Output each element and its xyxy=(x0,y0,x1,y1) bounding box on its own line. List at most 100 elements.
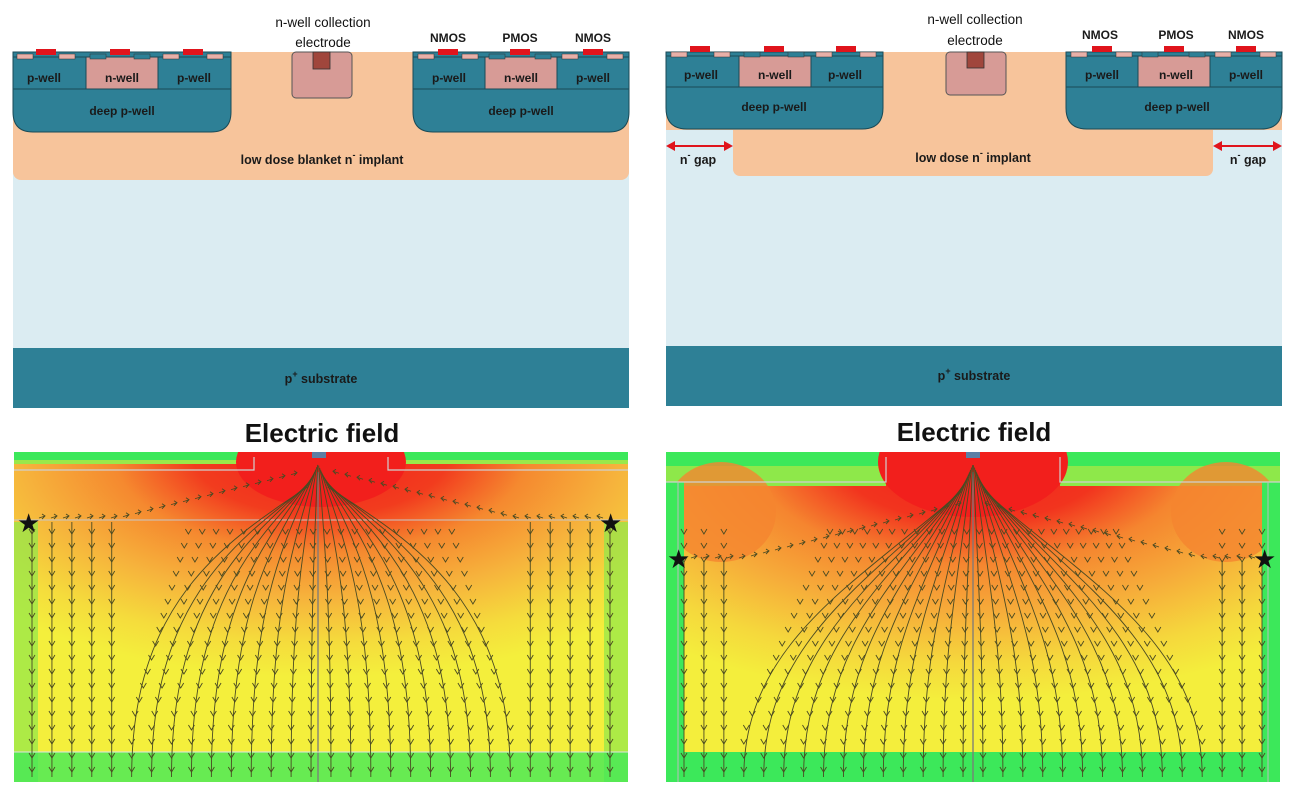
field-arrowhead xyxy=(984,500,992,507)
field-arrowhead xyxy=(1118,542,1126,549)
electrode-label: electrode xyxy=(947,33,1003,48)
field-arrowhead xyxy=(720,612,728,619)
field-arrowhead xyxy=(327,710,335,717)
field-arrowhead xyxy=(526,766,534,773)
field-arrowhead xyxy=(1109,696,1117,703)
field-arrowhead xyxy=(212,598,220,605)
field-arrowhead xyxy=(1238,682,1246,689)
field-arrowhead xyxy=(247,724,255,731)
field-arrowhead xyxy=(1218,528,1226,535)
field-arrowhead xyxy=(108,598,116,605)
field-arrowhead xyxy=(946,612,954,619)
field-arrowhead xyxy=(500,510,508,517)
field-arrowhead xyxy=(246,584,254,591)
field-arrowhead xyxy=(1165,696,1173,703)
field-arrowhead xyxy=(1238,654,1246,661)
substrate-label: p+ substrate xyxy=(938,366,1011,383)
transistor-label: NMOS xyxy=(430,31,466,45)
field-arrowhead xyxy=(566,738,574,745)
field-arrowhead xyxy=(1039,738,1047,745)
field-arrowhead xyxy=(203,570,210,577)
field-arrowhead xyxy=(38,513,46,520)
field-arrowhead xyxy=(256,640,264,647)
field-arrowhead xyxy=(1072,696,1080,703)
field-arrowhead xyxy=(88,710,96,717)
field-arrowhead xyxy=(378,640,385,647)
field-arrowhead xyxy=(606,752,614,759)
field-arrowhead xyxy=(48,556,56,563)
field-arrowhead xyxy=(421,598,429,605)
field-arrowhead xyxy=(1027,542,1035,549)
field-arrowhead xyxy=(393,626,401,633)
field-arrowhead xyxy=(606,612,614,619)
field-arrowhead xyxy=(325,626,333,633)
electrode-contact xyxy=(312,51,331,70)
field-arrowhead xyxy=(259,612,267,619)
field-arrowhead xyxy=(88,542,96,549)
field-arrowhead xyxy=(1019,766,1027,773)
field-arrowhead xyxy=(266,476,274,483)
field-arrowhead xyxy=(275,612,283,619)
field-arrowhead xyxy=(206,556,214,563)
field-arrowhead xyxy=(680,542,688,549)
field-arrowhead xyxy=(1032,512,1040,519)
field-arrowhead xyxy=(858,654,866,661)
field-arrowhead xyxy=(1106,626,1114,633)
field-arrowhead xyxy=(1084,556,1091,563)
field-arrowhead xyxy=(1258,766,1266,773)
star-marker-left: ★ xyxy=(667,544,690,574)
field-arrowhead xyxy=(292,612,300,619)
field-arrowhead xyxy=(28,598,36,605)
field-arrowhead xyxy=(146,506,154,513)
field-arrowhead xyxy=(237,654,244,661)
field-arrowhead xyxy=(427,752,435,759)
field-arrowhead xyxy=(1087,682,1095,689)
field-arrowhead xyxy=(1258,654,1266,661)
field-arrowhead xyxy=(139,682,147,689)
electrode-label: n-well collection xyxy=(275,15,370,30)
p-well-left-1 xyxy=(12,56,87,90)
field-arrowhead xyxy=(50,513,58,520)
field-arrowhead xyxy=(1059,766,1067,773)
field-arrowhead xyxy=(397,654,405,661)
field-arrowhead xyxy=(959,738,967,745)
substrate-layer xyxy=(666,346,1282,406)
field-arrowhead xyxy=(464,640,472,647)
field-arrowhead xyxy=(546,682,554,689)
field-arrowhead xyxy=(309,556,317,563)
field-arrowhead xyxy=(448,528,456,535)
field-arrowhead xyxy=(860,584,868,591)
field-arrowhead xyxy=(1059,738,1067,745)
field-arrowhead xyxy=(1016,556,1024,563)
field-arrowhead xyxy=(1003,556,1011,563)
field-arrowhead xyxy=(1079,542,1087,549)
field-arrowhead xyxy=(108,668,116,675)
field-arrowhead xyxy=(960,710,967,717)
field-arrowhead xyxy=(992,612,1000,619)
field-arrowhead xyxy=(876,528,884,535)
well-label: p-well xyxy=(177,71,211,85)
field-arrowhead xyxy=(68,528,76,535)
field-arrowhead xyxy=(223,542,231,549)
field-arrowhead xyxy=(996,503,1004,510)
field-arrowhead xyxy=(882,556,889,563)
field-arrowhead xyxy=(68,598,76,605)
field-arrowhead xyxy=(1111,556,1118,563)
field-arrowhead xyxy=(606,696,614,703)
field-arrowhead xyxy=(325,598,332,605)
field-arrowhead xyxy=(1062,528,1070,535)
field-arrowhead xyxy=(268,710,276,717)
field-arrowhead xyxy=(482,640,489,647)
field-arrowhead xyxy=(750,551,758,558)
field-arrowhead xyxy=(894,640,902,647)
field-arrowhead xyxy=(926,528,933,535)
field-arrowhead xyxy=(838,528,846,535)
field-arrowhead xyxy=(1092,542,1100,549)
field-arrowhead xyxy=(906,682,913,689)
field-arrowhead xyxy=(778,640,786,647)
field-arrowhead xyxy=(1164,545,1172,552)
field-arrowhead xyxy=(88,626,96,633)
field-arrowhead xyxy=(930,506,938,513)
field-arrowhead xyxy=(526,696,534,703)
field-arrowhead xyxy=(1124,556,1132,563)
